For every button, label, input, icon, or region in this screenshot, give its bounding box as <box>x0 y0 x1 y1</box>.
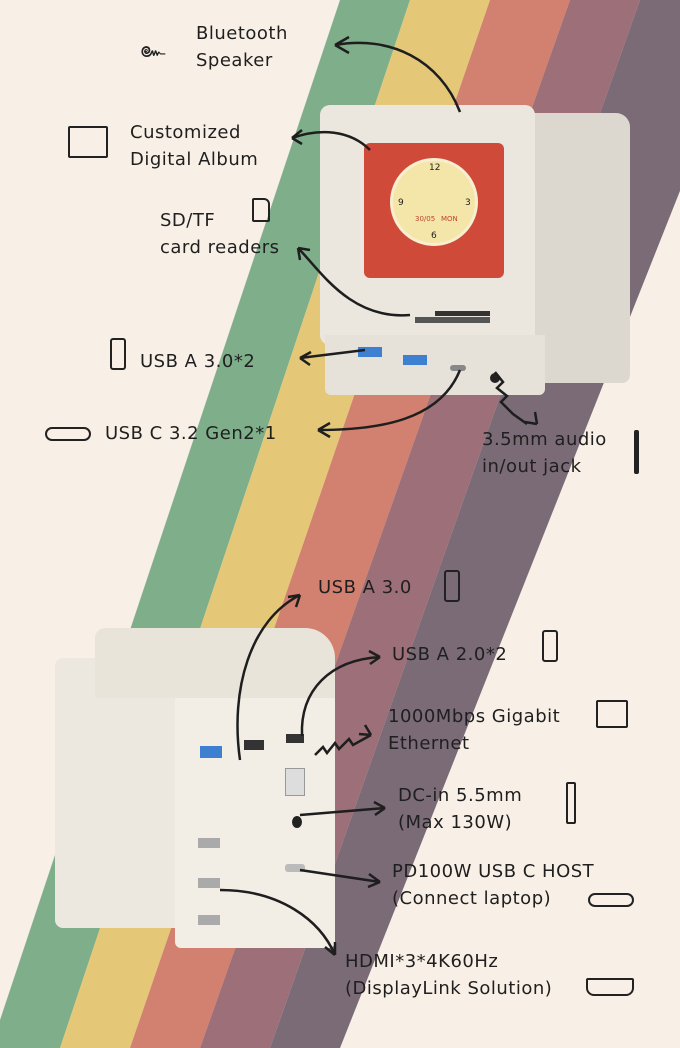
label-dc-in: DC-in 5.5mm (Max 130W) <box>398 782 522 836</box>
usb-c-port <box>450 365 466 371</box>
label-line: 1000Mbps Gigabit <box>388 706 561 727</box>
label-usb-a-front: USB A 3.0*2 <box>140 351 256 372</box>
clock-number: 12 <box>429 163 441 173</box>
hdmi-port <box>198 838 220 848</box>
label-pd-usb-c-host: PD100W USB C HOST (Connect laptop) <box>392 858 594 912</box>
audio-jack-icon <box>634 430 639 474</box>
usb-stick-icon <box>444 570 460 602</box>
usb-a-port <box>403 355 427 365</box>
dc-in-port <box>292 816 302 828</box>
usb-stick-icon <box>542 630 558 662</box>
label-line: in/out jack <box>482 456 582 477</box>
label-line: Ethernet <box>388 733 470 754</box>
label-line: (DisplayLink Solution) <box>345 978 553 999</box>
bluetooth-icon: ๛ <box>140 38 166 63</box>
clock-number: 6 <box>431 231 437 241</box>
ethernet-port <box>285 768 305 796</box>
label-usb-a-back: USB A 3.0 <box>318 577 412 598</box>
label-line: HDMI*3*4K60Hz <box>345 951 499 972</box>
label-line: 3.5mm audio <box>482 429 607 450</box>
label-audio-jack: 3.5mm audio in/out jack <box>482 426 607 480</box>
label-line: Bluetooth <box>196 23 288 44</box>
usb-a-2-port <box>286 734 304 743</box>
usb-c-icon <box>45 427 91 441</box>
audio-jack <box>490 373 500 383</box>
ethernet-port-icon <box>596 700 628 728</box>
label-sd-card: SD/TF card readers <box>160 207 280 261</box>
label-line: card readers <box>160 237 280 258</box>
label-line: Speaker <box>196 50 273 71</box>
photo-album-icon <box>68 126 108 158</box>
label-usb-c-front: USB C 3.2 Gen2*1 <box>105 423 277 444</box>
label-line: PD100W USB C HOST <box>392 861 595 882</box>
label-line: Digital Album <box>130 149 259 170</box>
clock-number: 9 <box>398 198 404 208</box>
usb-a-3-port <box>200 746 222 758</box>
hdmi-port <box>198 878 220 888</box>
usb-a-port <box>358 347 382 357</box>
label-line: DC-in 5.5mm <box>398 785 523 806</box>
usb-c-icon <box>588 893 634 907</box>
dc-cable-icon <box>566 782 576 824</box>
label-line: Customized <box>130 122 241 143</box>
usb-a-2-port <box>244 740 264 750</box>
label-line: SD/TF <box>160 210 216 231</box>
label-line: (Connect laptop) <box>392 888 552 909</box>
clock-day: MON <box>441 215 458 223</box>
mini-pc-front-view: 12 3 6 9 30/05 MON <box>320 105 630 395</box>
clock-date: 30/05 <box>415 215 436 223</box>
sd-card-icon <box>252 198 270 222</box>
clock-face: 12 3 6 9 30/05 MON <box>390 158 478 246</box>
label-line: (Max 130W) <box>398 812 513 833</box>
clock-number: 3 <box>465 198 471 208</box>
mini-pc-back-view <box>35 628 335 950</box>
hdmi-port <box>198 915 220 925</box>
label-usb-a-2: USB A 2.0*2 <box>392 644 508 665</box>
label-hdmi: HDMI*3*4K60Hz (DisplayLink Solution) <box>345 948 552 1002</box>
usb-c-host-port <box>285 864 305 872</box>
hdmi-port-icon <box>586 978 634 996</box>
usb-stick-icon <box>110 338 126 370</box>
sd-card-slot <box>435 311 490 316</box>
